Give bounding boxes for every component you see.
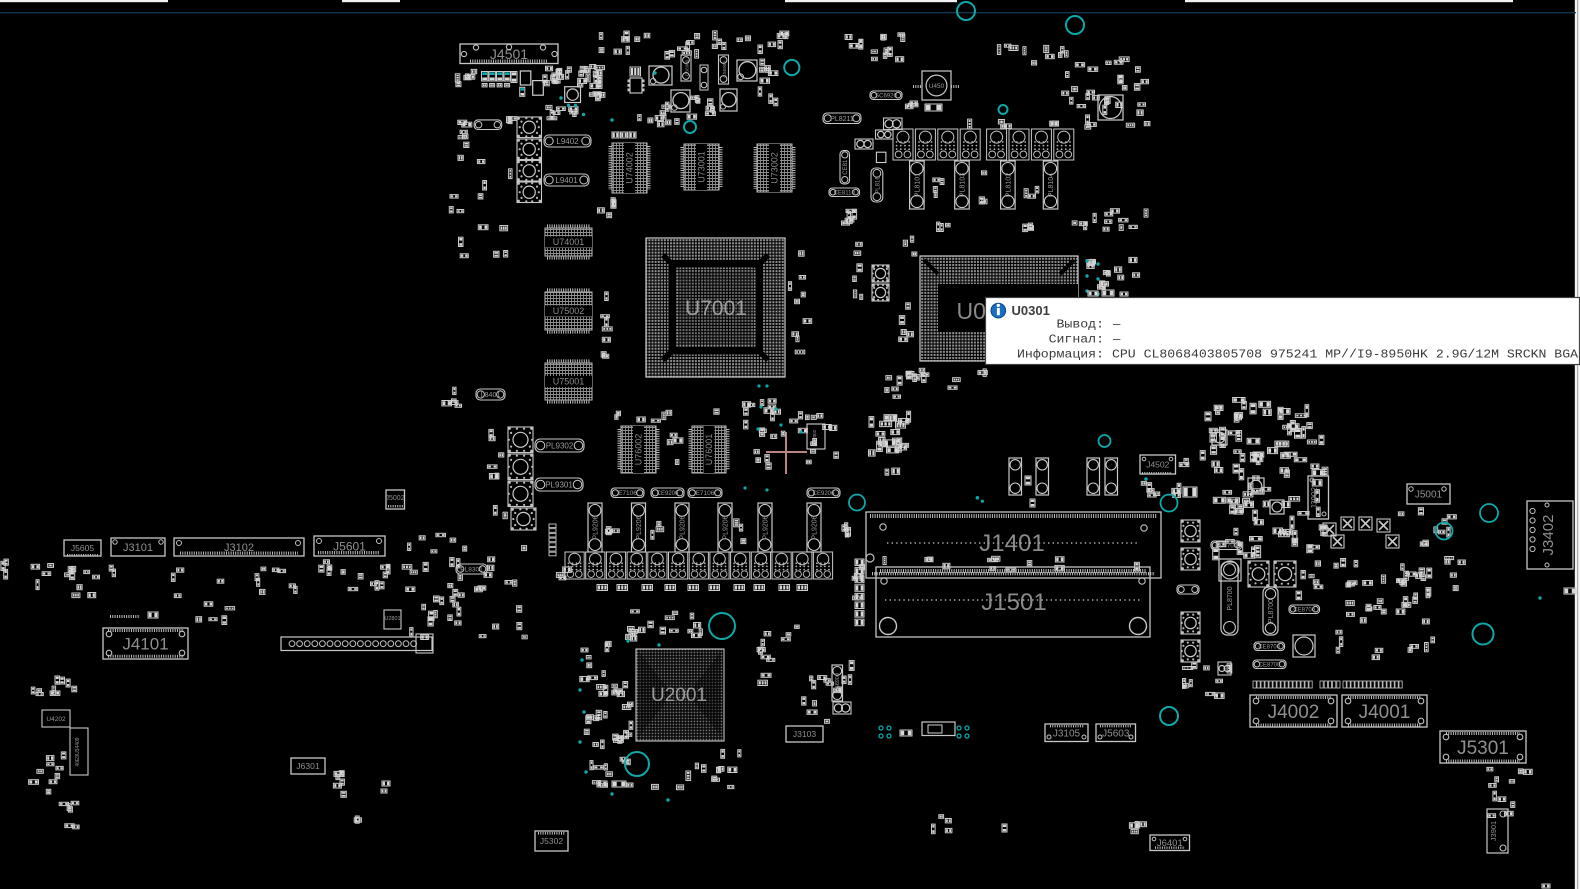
svg-text:J5301: J5301 <box>1457 738 1509 759</box>
svg-text:CE8110: CE8110 <box>834 190 856 196</box>
svg-text:PL8301: PL8301 <box>460 566 483 573</box>
svg-text:CS6900: CS6900 <box>684 59 689 76</box>
svg-text:PL8103: PL8103 <box>959 173 966 197</box>
svg-text:CE8700: CE8700 <box>1293 607 1315 613</box>
svg-text:PL9302: PL9302 <box>546 441 574 450</box>
svg-text:U2801: U2801 <box>384 616 400 622</box>
svg-text:J5603: J5603 <box>1102 728 1130 739</box>
svg-text:40E9U34409: 40E9U34409 <box>75 737 81 766</box>
svg-text:U73002: U73002 <box>770 152 780 184</box>
svg-text:J6401: J6401 <box>1157 838 1183 849</box>
svg-text:J4502: J4502 <box>1146 460 1169 470</box>
svg-text:Сигнал:: Сигнал: <box>1049 333 1104 347</box>
svg-text:U4202: U4202 <box>46 716 66 723</box>
svg-text:PL8700: PL8700 <box>1227 586 1234 610</box>
svg-text:Вывод:: Вывод: <box>1057 318 1105 332</box>
svg-text:Информация:: Информация: <box>1017 348 1104 362</box>
svg-text:CE8700: CE8700 <box>1215 543 1237 549</box>
svg-text:J5002: J5002 <box>385 495 404 502</box>
svg-text:J3103: J3103 <box>793 729 816 739</box>
svg-text:J4101: J4101 <box>122 635 168 654</box>
svg-text:J3102: J3102 <box>224 542 254 554</box>
svg-text:U0301: U0301 <box>1012 303 1050 318</box>
svg-text:SC6920: SC6920 <box>875 93 897 99</box>
svg-text:—: — <box>1112 318 1121 332</box>
svg-text:U2001: U2001 <box>651 685 707 706</box>
svg-text:CE8700: CE8700 <box>1259 662 1281 668</box>
svg-text:J4002: J4002 <box>1268 702 1320 723</box>
svg-text:U75001: U75001 <box>553 377 585 387</box>
svg-text:U7002: U7002 <box>812 429 817 443</box>
svg-text:CE81: CE81 <box>843 159 849 175</box>
svg-text:J3402: J3402 <box>1540 515 1557 556</box>
svg-text:J3101: J3101 <box>123 542 153 554</box>
svg-text:CS6900: CS6900 <box>722 61 727 78</box>
svg-text:CE9206: CE9206 <box>813 491 835 497</box>
svg-text:CE8700: CE8700 <box>1258 644 1280 650</box>
svg-text:—: — <box>1112 333 1121 347</box>
svg-text:J5001: J5001 <box>1415 490 1443 501</box>
svg-text:PL8104: PL8104 <box>1048 173 1055 197</box>
svg-text:PL9206: PL9206 <box>723 515 730 539</box>
svg-text:J5601: J5601 <box>333 539 366 553</box>
svg-text:CS6900: CS6900 <box>835 673 841 693</box>
svg-text:PL9206: PL9206 <box>763 515 770 539</box>
svg-text:CPU CL8068403805708 975241 MP/: CPU CL8068403805708 975241 MP//I9-8950HK… <box>1112 348 1579 362</box>
svg-text:PL9206: PL9206 <box>812 515 819 539</box>
svg-text:L9402: L9402 <box>556 137 579 146</box>
svg-text:J5302: J5302 <box>540 836 563 846</box>
svg-text:U74001: U74001 <box>553 237 585 247</box>
svg-text:U450: U450 <box>929 83 945 90</box>
svg-text:L9401: L9401 <box>555 176 578 185</box>
svg-text:J1501: J1501 <box>981 589 1046 616</box>
svg-text:PL9206: PL9206 <box>636 515 643 539</box>
svg-text:J3105: J3105 <box>1053 728 1081 739</box>
svg-text:PL9301: PL9301 <box>545 480 573 489</box>
svg-text:PL9206: PL9206 <box>680 515 687 539</box>
svg-text:J4501: J4501 <box>490 46 528 62</box>
svg-text:U75002: U75002 <box>553 306 585 316</box>
svg-text:PL816: PL816 <box>875 176 881 194</box>
svg-text:E7106: E7106 <box>618 490 637 497</box>
svg-text:CE9206: CE9206 <box>657 491 679 497</box>
svg-text:J3901: J3901 <box>1489 821 1498 841</box>
svg-text:J5605: J5605 <box>71 543 94 553</box>
svg-text:PL8700: PL8700 <box>1268 599 1275 623</box>
svg-text:E7106: E7106 <box>696 490 715 497</box>
svg-text:J3902: J3902 <box>1310 487 1319 509</box>
svg-text:U76002: U76002 <box>634 434 644 466</box>
svg-text:PL9206: PL9206 <box>593 515 600 539</box>
svg-text:L8401: L8401 <box>481 392 501 399</box>
svg-text:J4001: J4001 <box>1359 702 1411 723</box>
svg-text:J6301: J6301 <box>296 761 319 771</box>
svg-text:U74002: U74002 <box>625 152 635 184</box>
svg-text:PL8101: PL8101 <box>914 173 921 197</box>
svg-text:PL8211: PL8211 <box>830 116 854 123</box>
svg-text:U73001: U73001 <box>697 151 707 183</box>
svg-text:U76001: U76001 <box>704 434 714 466</box>
svg-text:PL8102: PL8102 <box>1005 173 1012 197</box>
svg-text:U7001: U7001 <box>685 297 747 320</box>
